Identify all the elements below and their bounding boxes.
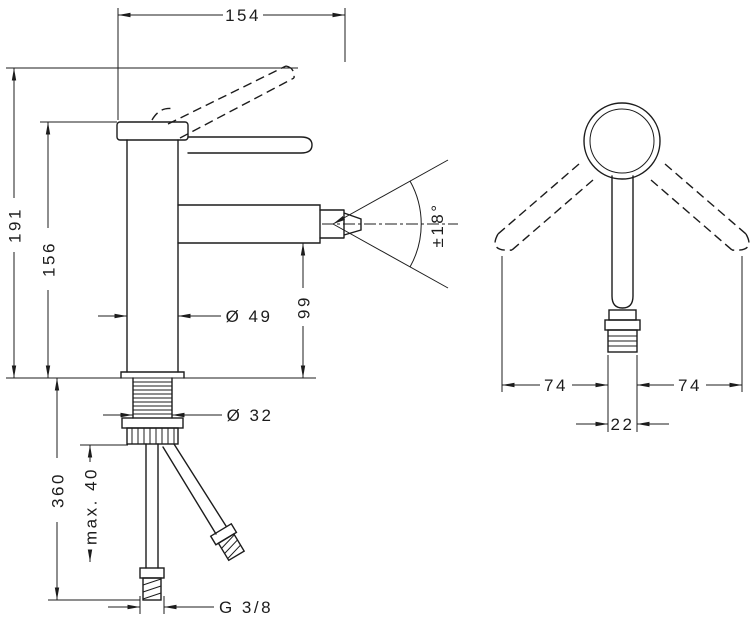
dim-360: 360	[49, 378, 68, 600]
hose-vertical-thread	[142, 577, 162, 601]
spout-end-neck	[608, 309, 637, 321]
handle-lever-raised-tip	[285, 65, 295, 79]
dim-label-22: 22	[611, 415, 635, 434]
handle-lever-raised	[167, 65, 295, 139]
dim-label-360: 360	[49, 472, 68, 508]
dim-74-right: 74	[637, 376, 742, 395]
spout-end-collar	[604, 319, 641, 331]
lever-swing-left	[497, 163, 594, 251]
hose-vertical-nut	[139, 567, 165, 579]
faucet-front-outline	[116, 65, 362, 601]
front-view: 154 191 156 360 max. 40	[6, 6, 458, 617]
dim-label-74-right: 74	[678, 376, 702, 395]
dim-label-angle18: ±18°	[428, 202, 447, 247]
dim-156: 156	[40, 122, 59, 378]
dim-label-154: 154	[225, 6, 261, 25]
hose-vertical	[145, 443, 159, 569]
dim-label-dia49: Ø 49	[226, 307, 273, 326]
dim-angle18: ±18°	[322, 159, 458, 289]
hose-diagonal	[162, 443, 227, 535]
side-view: 74 74 22	[494, 102, 750, 434]
faucet-side-outline	[494, 102, 750, 353]
dim-99: 99	[295, 243, 314, 378]
lever-swing-left-tip	[494, 233, 513, 251]
dim-74-left: 74	[502, 376, 608, 395]
dim-label-191: 191	[6, 207, 25, 243]
handle-cap-raised	[151, 107, 175, 121]
base-flange	[120, 371, 185, 379]
dim-154: 154	[118, 6, 345, 25]
dim-max40: max. 40	[82, 445, 101, 562]
spout	[177, 204, 321, 244]
spout-end-aerator-hatch	[608, 335, 637, 347]
handle-knob-inner	[589, 108, 655, 174]
handle-lever-side	[611, 175, 634, 309]
dim-dia32: Ø 32	[103, 406, 274, 425]
mounting-nut	[126, 427, 179, 445]
handle-cap	[116, 121, 189, 141]
faucet-body	[126, 139, 179, 373]
aerator	[319, 209, 362, 239]
washer	[121, 417, 184, 429]
dim-dia49: Ø 49	[98, 307, 273, 326]
dim-label-74-left: 74	[544, 376, 568, 395]
dim-label-dia32: Ø 32	[227, 406, 274, 425]
lever-swing-right	[650, 163, 747, 251]
mounting-nut-knurl	[131, 428, 175, 444]
shank-threads	[133, 381, 172, 419]
handle-lever	[187, 136, 313, 154]
dim-label-156: 156	[40, 241, 59, 277]
dim-label-max40: max. 40	[82, 467, 101, 545]
dim-label-99: 99	[295, 295, 314, 319]
dim-label-g38: G 3/8	[219, 598, 273, 617]
handle-knob	[583, 102, 661, 180]
dim-191: 191	[6, 68, 25, 378]
hose-vertical-thread-hatch	[142, 578, 162, 600]
hose-diagonal-connector	[209, 522, 246, 562]
dim-22: 22	[576, 415, 669, 434]
lever-swing-right-tip	[731, 233, 750, 251]
dim-g38: G 3/8	[108, 598, 273, 617]
